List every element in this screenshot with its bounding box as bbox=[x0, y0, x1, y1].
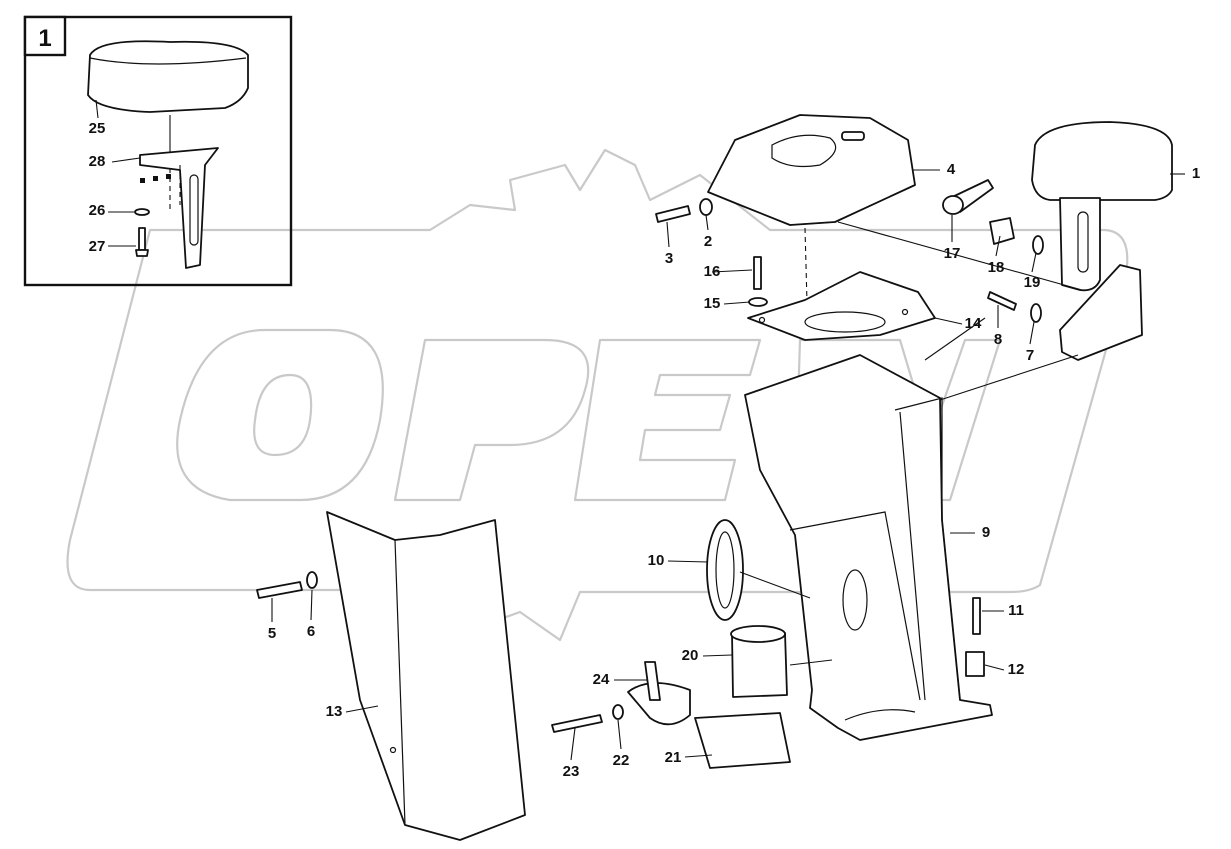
parts-17-19-knob bbox=[942, 179, 1044, 255]
part-14-plate bbox=[747, 271, 936, 341]
callout-18: 18 bbox=[988, 259, 1005, 276]
callout-1: 1 bbox=[1192, 165, 1200, 182]
callout-13: 13 bbox=[326, 703, 343, 720]
watermark bbox=[66, 148, 1129, 642]
callout-21: 21 bbox=[665, 749, 682, 766]
leader-lines bbox=[271, 169, 1185, 761]
callout-6: 6 bbox=[307, 623, 315, 640]
parts-20-24-clamp bbox=[551, 625, 791, 769]
callout-5: 5 bbox=[268, 625, 276, 642]
parts-2-3-screw bbox=[655, 198, 713, 223]
callout-7: 7 bbox=[1026, 347, 1034, 364]
parts-7-8-bolt bbox=[987, 291, 1042, 323]
callout-4: 4 bbox=[947, 161, 956, 178]
callout-24: 24 bbox=[593, 671, 610, 688]
callout-14: 14 bbox=[965, 315, 982, 332]
callout-3: 3 bbox=[665, 250, 673, 267]
callout-20: 20 bbox=[682, 647, 699, 664]
callout-23: 23 bbox=[563, 763, 580, 780]
part-10-grommet bbox=[706, 519, 744, 621]
callout-25: 25 bbox=[89, 120, 106, 137]
callout-17: 17 bbox=[944, 245, 961, 262]
callout-2: 2 bbox=[704, 233, 712, 250]
callout-15: 15 bbox=[704, 295, 721, 312]
callout-28: 28 bbox=[89, 153, 106, 170]
part-9-frame bbox=[744, 354, 993, 741]
parts-11-12-stud bbox=[965, 597, 985, 677]
callout-16: 16 bbox=[704, 263, 721, 280]
part-4-cover bbox=[707, 114, 916, 341]
inset-detail-1: 1 bbox=[23, 15, 293, 287]
callout-19: 19 bbox=[1024, 274, 1041, 291]
callout-9: 9 bbox=[982, 524, 990, 541]
parts-15-16-bolt bbox=[748, 256, 768, 307]
callout-22: 22 bbox=[613, 752, 630, 769]
inset-number: 1 bbox=[38, 25, 51, 52]
callout-8: 8 bbox=[994, 331, 1002, 348]
part-1-armrest bbox=[1031, 121, 1173, 361]
callout-10: 10 bbox=[648, 552, 665, 569]
callout-11: 11 bbox=[1008, 602, 1024, 619]
callout-26: 26 bbox=[89, 202, 106, 219]
parts-5-6-bolt bbox=[256, 571, 318, 599]
callout-12: 12 bbox=[1008, 661, 1025, 678]
part-13-side-panel bbox=[326, 511, 526, 841]
callout-27: 27 bbox=[89, 238, 106, 255]
